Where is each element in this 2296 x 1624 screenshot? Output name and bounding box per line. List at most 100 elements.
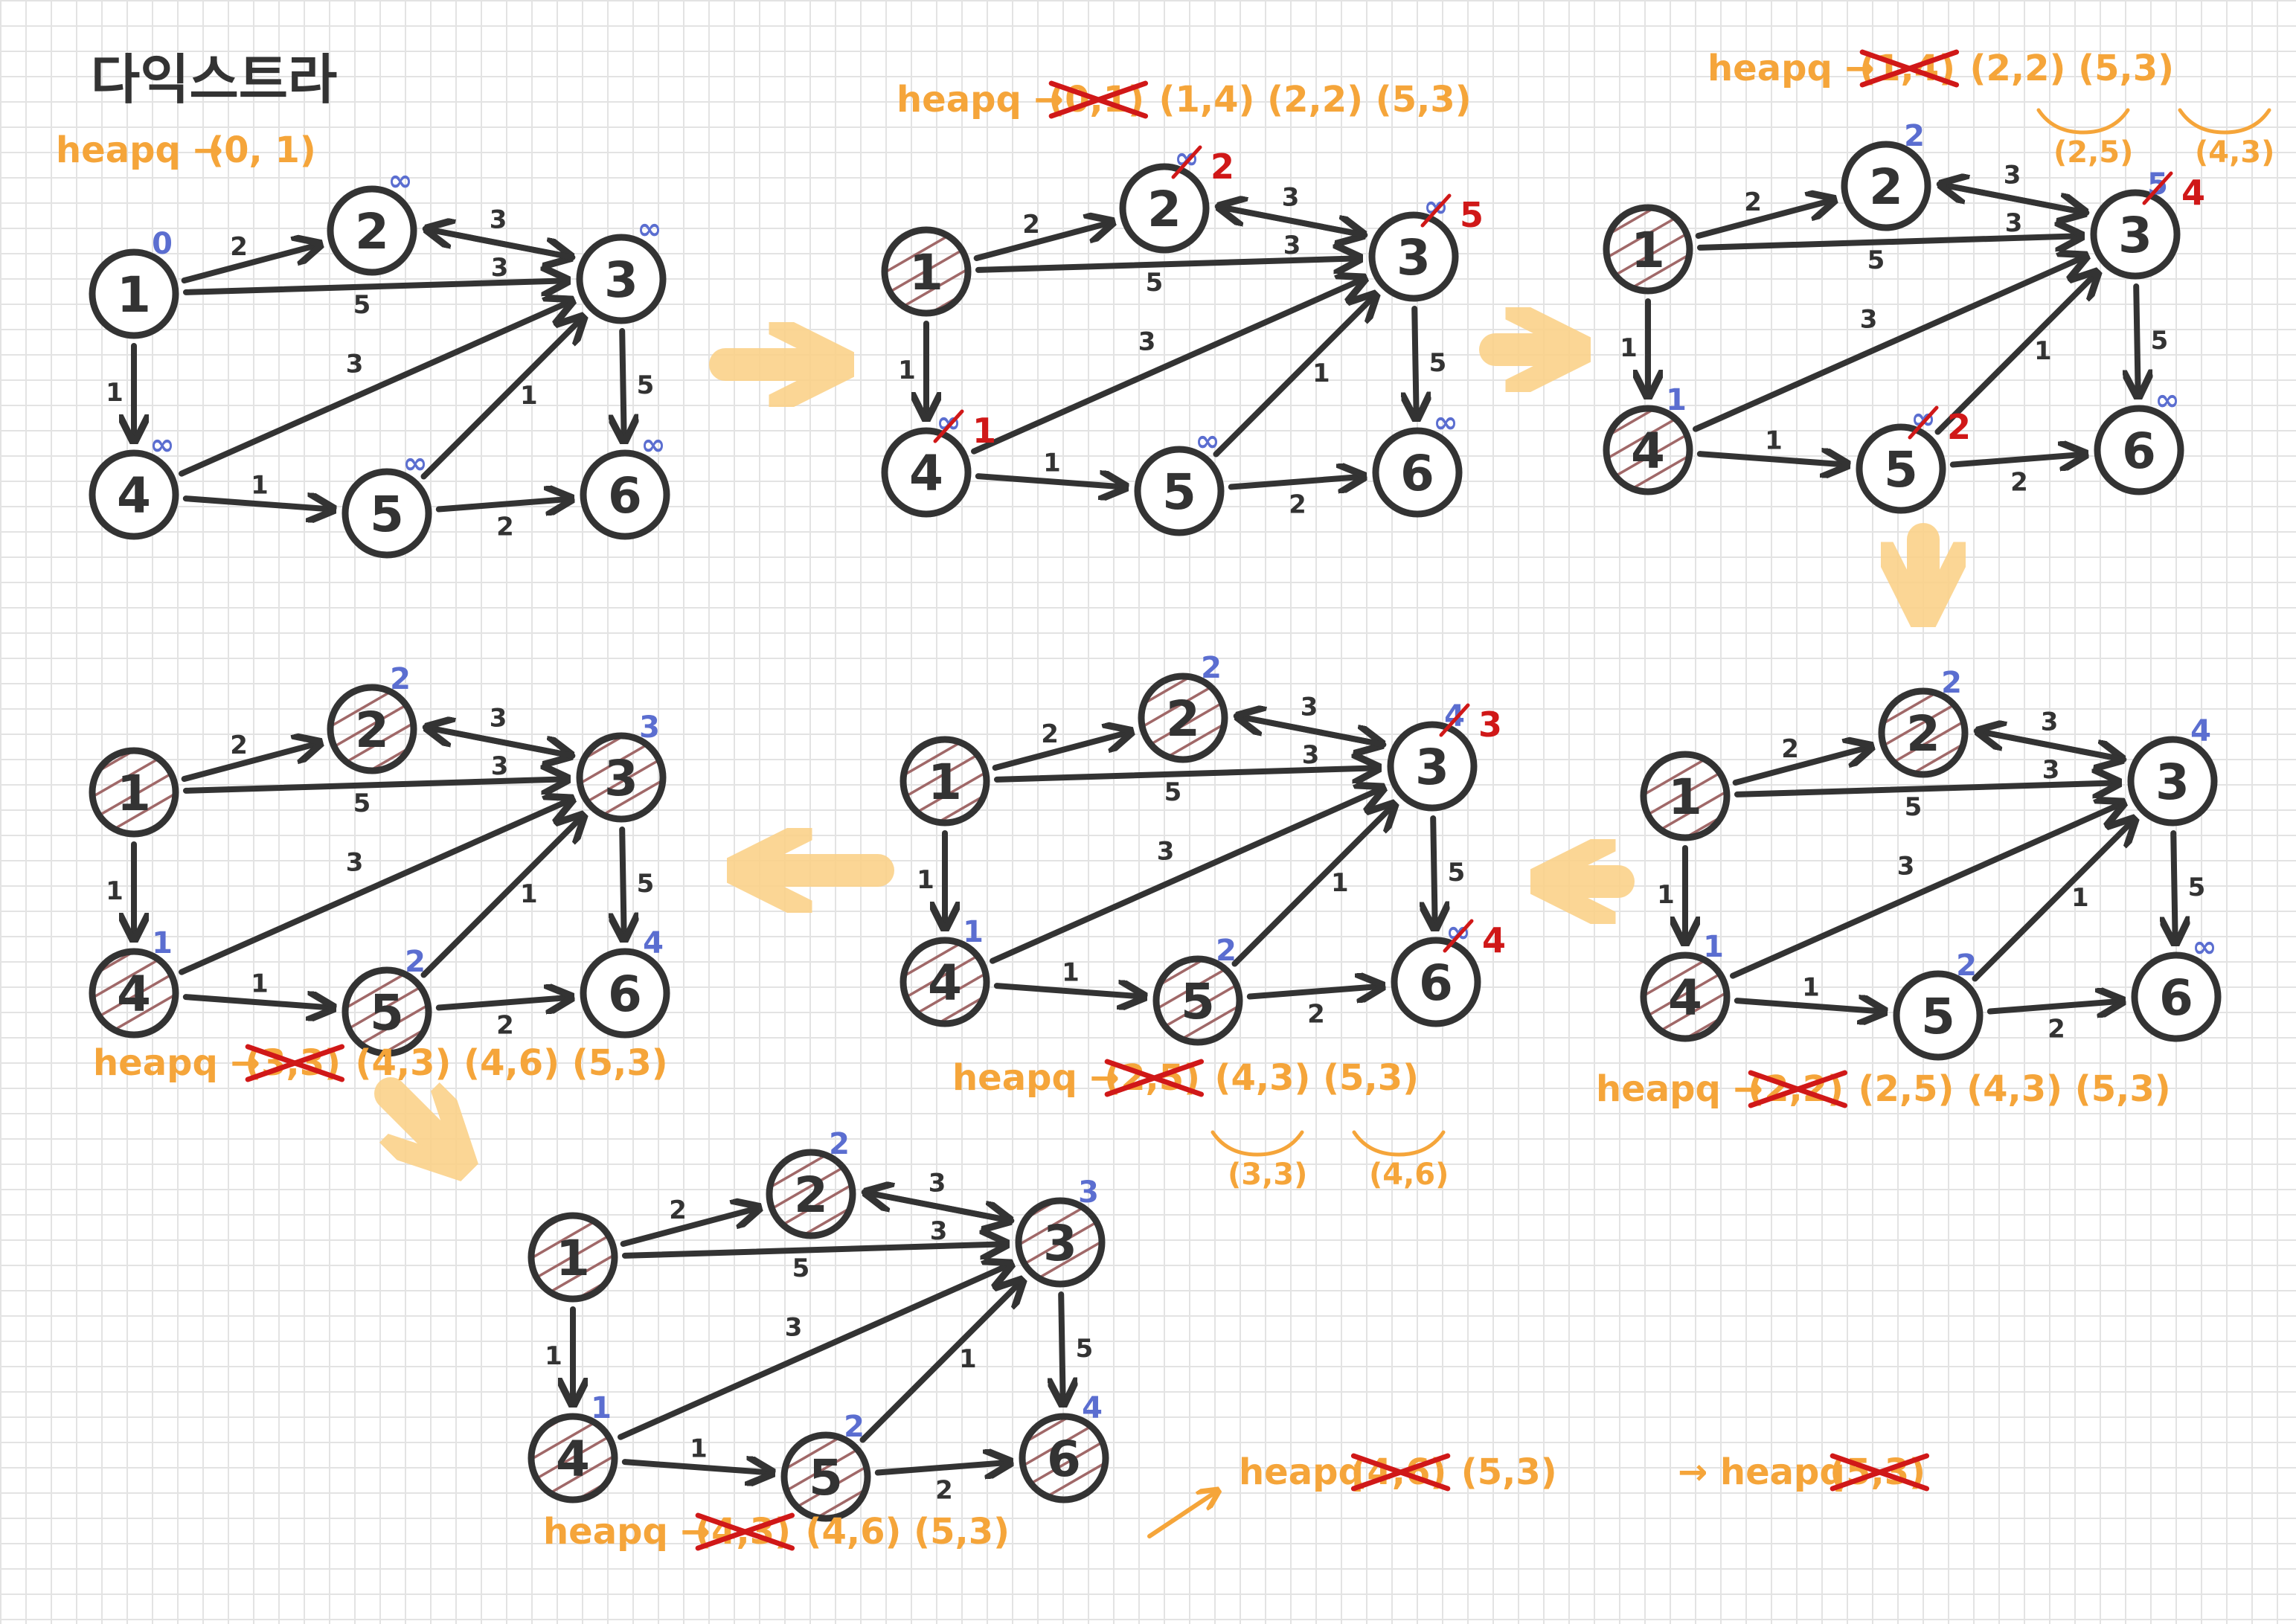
edge-1-3	[621, 1244, 1007, 1256]
node-label: 3	[2155, 754, 2190, 811]
edge-3-6	[622, 826, 624, 940]
node-label: 3	[1043, 1215, 1077, 1272]
pop-cross	[1748, 1070, 1848, 1108]
distance-label: 2	[1216, 934, 1237, 968]
distance-label: 3	[639, 710, 660, 745]
node-circle	[2131, 951, 2222, 1042]
edge-weight-3-2: 3	[491, 253, 509, 283]
edge-weight-1-4: 1	[1657, 880, 1675, 910]
edge-3-6	[1433, 815, 1435, 928]
node-label: 2	[355, 702, 389, 759]
edge-3-6	[1061, 1291, 1063, 1405]
node-6: 64	[580, 926, 670, 1039]
node-circle	[89, 948, 179, 1039]
distance-label: 2	[390, 662, 411, 696]
node-label: 2	[1869, 158, 1903, 216]
edge-weight-4-3: 3	[346, 349, 364, 379]
heap-items: (2,5) (4,3) (5,3)	[1859, 1068, 2171, 1110]
strike-mark	[1171, 145, 1202, 179]
node-label: 1	[117, 266, 151, 324]
edge-1-3	[182, 280, 568, 292]
edge-4-5	[1734, 1001, 1885, 1012]
node-circle	[527, 1413, 618, 1503]
node-3: 34	[2127, 714, 2218, 827]
edge-weight-1-2: 2	[1041, 719, 1059, 749]
node-circle	[2090, 189, 2181, 280]
edge-weight-4-3: 3	[1860, 304, 1878, 334]
edge-1-2	[973, 222, 1113, 262]
node-circle	[1603, 204, 1693, 295]
heap-prefix: heapq →	[543, 1511, 711, 1553]
edge-5-3	[420, 317, 583, 480]
node-circle	[1152, 955, 1243, 1046]
distance-label: ∞	[2155, 383, 2179, 417]
final-heap-1: heapq(4,6)(5,3)	[1239, 1451, 1557, 1493]
node-label: 6	[2159, 969, 2193, 1027]
heap-step-2: heapq →(0,1)(1,4) (2,2) (5,3)	[897, 79, 1472, 121]
node-5: 52	[1893, 949, 1984, 1061]
node-circle	[1387, 721, 1478, 812]
node-5: 52	[780, 1410, 871, 1522]
edge-weight-1-2: 2	[230, 731, 248, 760]
edge-weight-5-3: 1	[1312, 359, 1330, 388]
edge-weight-5-6: 2	[2048, 1015, 2065, 1044]
node-6: 6∞	[2131, 930, 2222, 1042]
distance-label: 1	[963, 915, 984, 949]
updated-distance: 5	[1460, 195, 1484, 235]
edge-weight-3-2: 3	[930, 1216, 948, 1246]
node-label: 1	[556, 1230, 590, 1287]
pop-cross	[245, 1044, 345, 1082]
node-circle	[1015, 1197, 1106, 1288]
edge-weight-2-3: 3	[2004, 161, 2021, 190]
edge-weight-4-5: 1	[251, 969, 269, 998]
heap-prefix: heapq →	[93, 1042, 260, 1084]
edge-4-3	[1693, 256, 2086, 432]
node-circle	[576, 234, 667, 324]
page-title: 다익스트라	[91, 48, 337, 111]
edge-weight-4-3: 3	[1138, 327, 1156, 356]
node-6: 64	[1019, 1391, 1109, 1503]
brace	[1210, 1130, 1304, 1157]
distance-label: ∞	[150, 428, 174, 462]
edge-3-2	[1978, 731, 2127, 763]
heap-items: (2,2) (5,3)	[1970, 48, 2175, 89]
edge-weight-1-4: 1	[106, 876, 124, 906]
distance-label: 2	[1201, 651, 1222, 685]
edge-5-6	[435, 998, 571, 1008]
node-label: 2	[1906, 705, 1940, 763]
edge-weight-5-6: 2	[496, 1011, 514, 1041]
distance-label: 1	[1666, 383, 1687, 417]
heap-items: (0, 1)	[208, 129, 316, 171]
updated-distance: 2	[1210, 147, 1234, 187]
node-label: 2	[794, 1166, 828, 1224]
strike-mark	[933, 409, 964, 443]
edge-weight-4-3: 3	[785, 1312, 803, 1342]
strike-mark	[2142, 171, 2173, 205]
edge-4-3	[1730, 803, 2123, 979]
node-label: 4	[928, 954, 962, 1012]
node-circle	[1372, 427, 1463, 518]
node-circle	[580, 948, 670, 1039]
edge-weight-5-3: 1	[2071, 883, 2089, 913]
edge-5-6	[874, 1463, 1010, 1473]
heap-prefix: heapq →	[1596, 1068, 1763, 1110]
edge-1-2	[1732, 746, 1872, 786]
heap-items: (4,6) (5,3)	[806, 1511, 1010, 1553]
final-heap-arrow	[1147, 1492, 1216, 1538]
node-5: 5∞2	[1856, 402, 1971, 514]
distance-label: ∞	[637, 212, 661, 246]
edge-5-3	[420, 815, 583, 978]
edge-weight-5-6: 2	[496, 513, 514, 542]
node-label: 5	[370, 486, 404, 543]
node-label: 5	[1921, 988, 1955, 1045]
node-circle	[580, 449, 670, 540]
node-circle	[89, 747, 179, 838]
heap-items: (5,3)	[1461, 1451, 1557, 1493]
distance-label: ∞	[2192, 930, 2216, 964]
edge-weight-3-2: 3	[1302, 740, 1320, 770]
distance-label: 2	[405, 945, 426, 979]
